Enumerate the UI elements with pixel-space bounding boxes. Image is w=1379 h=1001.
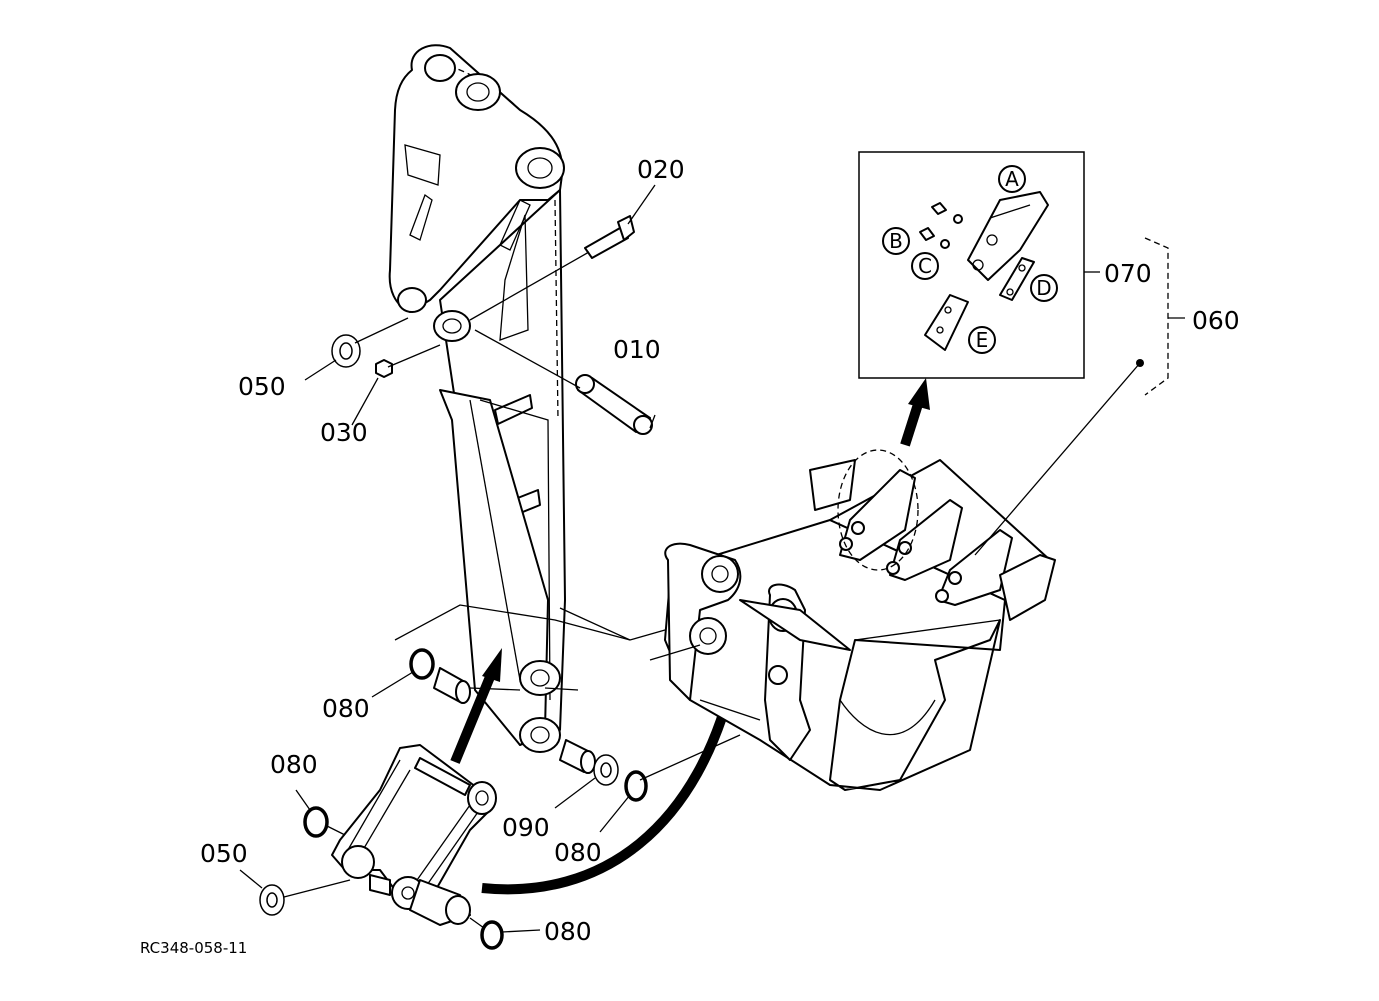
part-labels: 020 010 050 030 070 060 080 080 050 090 …: [200, 155, 1240, 946]
seal-group-upper-left: [371, 648, 521, 704]
label-090: 090: [502, 813, 550, 842]
inset-label-e: E: [976, 328, 989, 352]
oring-080-link-left: [295, 789, 346, 838]
bucket: [649, 359, 1144, 791]
pin-010: [474, 329, 656, 435]
label-060: 060: [1192, 306, 1240, 335]
washer-050-bottom: [239, 869, 351, 916]
label-080-b: 080: [270, 750, 318, 779]
inset-label-b: B: [889, 229, 903, 253]
washer-050-top: [304, 317, 409, 381]
inset-label-d: D: [1036, 276, 1051, 300]
nut-030: [351, 344, 441, 426]
label-050-bottom: 050: [200, 839, 248, 868]
h-link: [331, 744, 497, 926]
label-070: 070: [1104, 259, 1152, 288]
label-010: 010: [613, 335, 661, 364]
reference-code: RC348-058-11: [140, 939, 247, 957]
label-050-top: 050: [238, 372, 286, 401]
arm: [388, 44, 701, 753]
bracket-060: [1144, 237, 1185, 396]
tooth-kit-inset: A B C D E: [858, 151, 1100, 379]
label-030: 030: [320, 418, 368, 447]
label-080-a: 080: [322, 694, 370, 723]
bolt-020: [469, 184, 656, 321]
label-080-d: 080: [544, 917, 592, 946]
oring-080-link-right: [469, 917, 541, 950]
label-020: 020: [637, 155, 685, 184]
seal-group-lower-right: [554, 734, 741, 833]
label-080-c: 080: [554, 838, 602, 867]
inset-label-a: A: [1005, 167, 1019, 191]
inset-label-c: C: [918, 254, 932, 278]
